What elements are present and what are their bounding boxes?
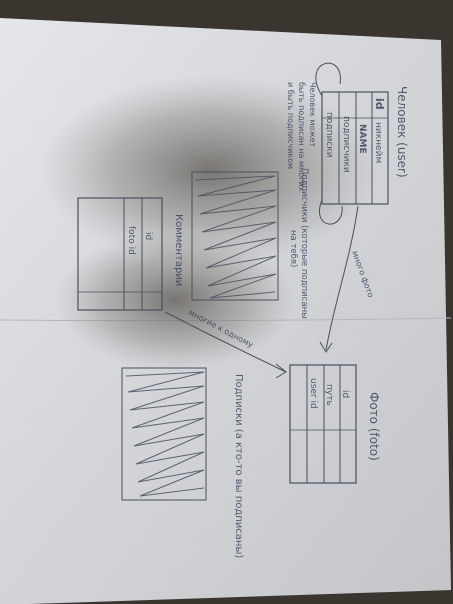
comment-table-box <box>77 197 163 311</box>
photo-field-user-id: user id <box>308 378 318 409</box>
relation-comment-photo <box>164 311 287 373</box>
user-field-id: id <box>373 98 386 110</box>
photo-field-id: id <box>340 390 350 398</box>
user-note-line-2: быть подписан на многих <box>297 82 306 192</box>
comment-entity: id foto id <box>77 197 163 311</box>
user-self-relation-bottom <box>319 199 343 225</box>
user-self-relation-top <box>315 62 341 97</box>
subscriptions-title: Подписки (а кто-то вы подписаны) <box>233 374 244 558</box>
relation-user-photo <box>325 205 359 351</box>
hand-shadow <box>40 75 380 265</box>
user-note-line-1: Человек может <box>308 82 317 147</box>
comment-field-id: id <box>143 232 153 240</box>
hand-shadow-lower <box>55 230 295 370</box>
relation-comment-photo-arrow <box>275 363 287 379</box>
scribbled-entity-center <box>191 171 279 301</box>
photo-entity: Фото (foto) id путь user id <box>289 364 381 484</box>
user-entity: Человек (user) id никнейм NAME подписчик… <box>321 86 409 205</box>
comment-title: Комментарии <box>173 214 184 286</box>
user-field-subscribers: подписчики <box>341 116 351 173</box>
user-field-subscriptions: подписки <box>324 112 334 158</box>
subscribers-note-line-1: Подписчики (которые подписаны <box>299 168 309 319</box>
relation-user-photo-arrow <box>319 341 333 353</box>
subscribers-note-line-2: на тебя) <box>288 230 298 267</box>
scribbled-entity-bottom <box>121 367 207 501</box>
user-field-nickname: никнейм <box>373 122 383 163</box>
comment-field-foto-id: foto id <box>126 226 136 255</box>
photo-table-box <box>289 364 357 484</box>
user-field-name: NAME <box>357 124 367 154</box>
user-table-box <box>321 91 389 205</box>
user-title: Человек (user) <box>395 86 409 178</box>
user-note-line-3: и быть подписчиком <box>286 82 295 169</box>
photo-field-path: путь <box>324 384 334 406</box>
photo-title: Фото (foto) <box>367 392 381 461</box>
